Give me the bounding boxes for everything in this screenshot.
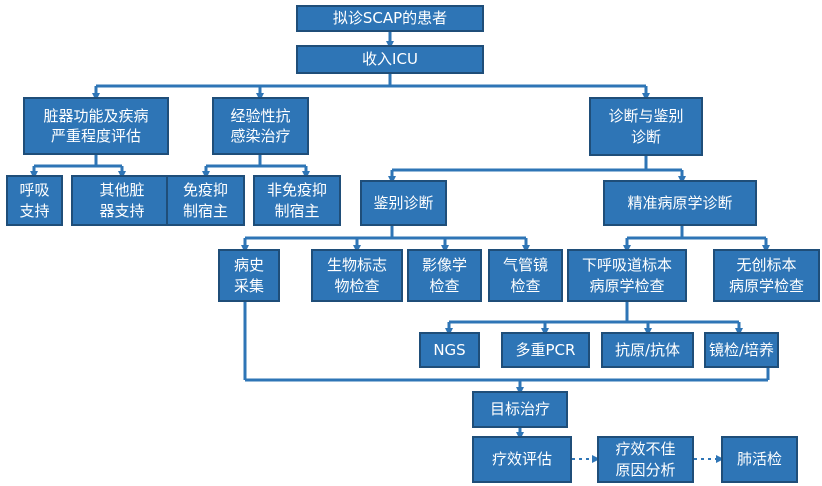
node-label: 鉴别诊断 bbox=[373, 193, 434, 212]
node-label: 其他脏 器支持 bbox=[99, 181, 145, 220]
node-label: 病史 采集 bbox=[233, 256, 264, 295]
node-label: 目标治疗 bbox=[489, 400, 550, 419]
node-microscopy-culture: 镜检/培养 bbox=[704, 332, 779, 368]
node-immunocompromised-host: 免疫抑 制宿主 bbox=[166, 175, 245, 226]
node-lower-respiratory-pathogen: 下呼吸道标本 病原学检查 bbox=[567, 249, 687, 302]
node-label: 疗效评估 bbox=[491, 450, 552, 469]
node-label: 气管镜 检查 bbox=[502, 256, 548, 295]
node-label: 影像学 检查 bbox=[421, 256, 467, 295]
node-label: 免疫抑 制宿主 bbox=[182, 181, 228, 220]
node-label: 呼吸 支持 bbox=[19, 181, 50, 220]
node-non-immunocompromised-host: 非免疫抑 制宿主 bbox=[253, 175, 341, 226]
node-label: 诊断与鉴别 诊断 bbox=[608, 107, 684, 146]
node-diagnosis-differential: 诊断与鉴别 诊断 bbox=[589, 97, 703, 156]
node-label: 非免疫抑 制宿主 bbox=[266, 181, 327, 220]
node-differential-diagnosis: 鉴别诊断 bbox=[360, 180, 447, 226]
node-label: 经验性抗 感染治疗 bbox=[230, 106, 291, 145]
node-other-organ-support: 其他脏 器支持 bbox=[71, 175, 173, 226]
node-label: 脏器功能及疾病 严重程度评估 bbox=[43, 106, 149, 145]
node-label: 生物标志 物检查 bbox=[326, 256, 387, 295]
node-noninvasive-pathogen: 无创标本 病原学检查 bbox=[713, 249, 820, 302]
node-antigen-antibody: 抗原/抗体 bbox=[601, 332, 694, 368]
node-empirical-anti-infection: 经验性抗 感染治疗 bbox=[212, 97, 309, 155]
node-organ-assessment: 脏器功能及疾病 严重程度评估 bbox=[23, 97, 169, 155]
node-medical-history: 病史 采集 bbox=[218, 249, 280, 302]
node-label: 无创标本 病原学检查 bbox=[728, 256, 804, 295]
node-label: 多重PCR bbox=[515, 340, 576, 359]
node-label: 收入ICU bbox=[362, 50, 418, 69]
node-admit-icu: 收入ICU bbox=[296, 45, 484, 74]
node-label: 肺活检 bbox=[736, 450, 782, 469]
node-suspected-scap: 拟诊SCAP的患者 bbox=[296, 5, 484, 32]
node-precise-pathogen-diagnosis: 精准病原学诊断 bbox=[603, 180, 757, 226]
node-label: 拟诊SCAP的患者 bbox=[332, 9, 448, 28]
node-label: 精准病原学诊断 bbox=[627, 193, 733, 212]
node-ngs: NGS bbox=[419, 332, 480, 368]
node-bronchoscopy: 气管镜 检查 bbox=[488, 249, 563, 302]
node-biomarker-test: 生物标志 物检查 bbox=[311, 249, 403, 302]
node-respiratory-support: 呼吸 支持 bbox=[6, 175, 63, 226]
node-lung-biopsy: 肺活检 bbox=[721, 436, 798, 483]
node-poor-efficacy-analysis: 疗效不佳 原因分析 bbox=[597, 436, 694, 483]
node-imaging-test: 影像学 检查 bbox=[407, 249, 482, 302]
node-label: 下呼吸道标本 病原学检查 bbox=[581, 256, 672, 295]
node-label: 镜检/培养 bbox=[708, 340, 775, 359]
node-efficacy-evaluation: 疗效评估 bbox=[472, 436, 572, 483]
node-targeted-therapy: 目标治疗 bbox=[472, 391, 568, 428]
node-label: 疗效不佳 原因分析 bbox=[615, 440, 676, 479]
node-multiplex-pcr: 多重PCR bbox=[501, 332, 590, 368]
node-label: NGS bbox=[433, 340, 466, 359]
node-label: 抗原/抗体 bbox=[614, 340, 681, 359]
